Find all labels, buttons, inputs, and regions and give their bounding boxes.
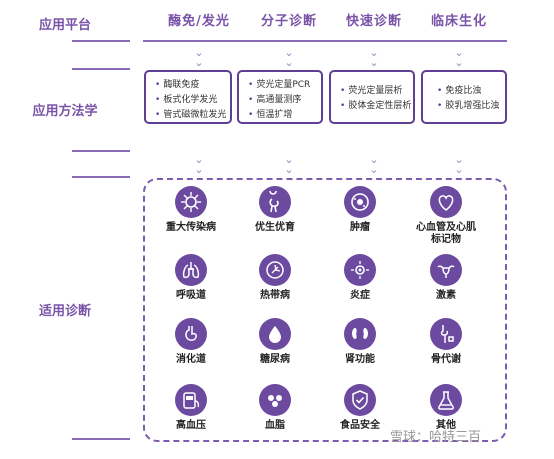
- method-row-label: 应用方法学: [32, 104, 98, 119]
- divider-line: [72, 68, 130, 70]
- watermark: 雪球：哈特三百: [390, 430, 482, 445]
- chevron-down-icon: ⌄⌄: [194, 153, 204, 176]
- diagnosis-label: 食品安全: [340, 420, 380, 431]
- divider-line: [72, 176, 130, 178]
- method-item: 荧光定量PCR: [248, 78, 315, 93]
- divider-line: [72, 438, 130, 440]
- chevron-down-icon: ⌄⌄: [454, 153, 464, 176]
- diagnosis-label: 糖尿病: [260, 354, 290, 365]
- chevron-down-icon: ⌄⌄: [284, 46, 294, 69]
- lungs-icon: [175, 254, 207, 286]
- divider-line: [72, 40, 130, 42]
- chevron-down-icon: ⌄⌄: [369, 153, 379, 176]
- diagnosis-label: 高血压: [176, 420, 206, 431]
- diagnosis-label: 消化道: [176, 354, 206, 365]
- header-underline: [143, 40, 507, 42]
- diagnosis-label: 激素: [436, 290, 456, 301]
- diagnosis-label: 炎症: [350, 290, 370, 301]
- diagnosis-item: 其他: [401, 384, 491, 432]
- bone-joint-icon: [430, 318, 462, 350]
- diagnosis-label: 肾功能: [345, 354, 375, 365]
- tumor-cell-icon: [344, 186, 376, 218]
- diagnosis-label: 其他: [436, 420, 456, 431]
- diagnosis-label: 肿瘤: [350, 222, 370, 233]
- diagnosis-item: 肿瘤: [315, 186, 405, 234]
- diagnosis-row-label: 适用诊断: [38, 304, 91, 319]
- diagnosis-item: 热带病: [230, 254, 320, 302]
- column-header: 临床生化: [430, 14, 487, 29]
- mosquito-icon: [259, 254, 291, 286]
- divider-line: [72, 150, 130, 152]
- method-item: 酶联免疫: [155, 78, 224, 93]
- column-header: 酶免/发光: [168, 14, 230, 29]
- chevron-down-icon: ⌄⌄: [284, 153, 294, 176]
- diagnosis-item: 高血压: [146, 384, 236, 432]
- chevron-down-icon: ⌄⌄: [369, 46, 379, 69]
- method-box: 荧光定量层析 胶体金定性层析: [329, 70, 415, 124]
- inflammation-icon: [344, 254, 376, 286]
- column-header: 分子诊断: [260, 14, 317, 29]
- blood-pressure-monitor-icon: [175, 384, 207, 416]
- diagnosis-item: 消化道: [146, 318, 236, 366]
- kidneys-icon: [344, 318, 376, 350]
- diagnosis-item: 激素: [401, 254, 491, 302]
- chevron-down-icon: ⌄⌄: [454, 46, 464, 69]
- method-item: 管式磁微粒发光: [155, 108, 226, 123]
- diagnosis-item: 血脂: [230, 384, 320, 432]
- method-item: 恒温扩增: [248, 108, 315, 123]
- method-item: 板式化学发光: [155, 93, 224, 108]
- diagnosis-item: 骨代谢: [401, 318, 491, 366]
- chevron-down-icon: ⌄⌄: [194, 46, 204, 69]
- diagnosis-label: 骨代谢: [431, 354, 461, 365]
- diagnosis-item: 炎症: [315, 254, 405, 302]
- method-item: 免疫比浊: [437, 84, 499, 99]
- method-item: 胶乳增强比浊: [437, 99, 499, 114]
- diagnosis-item: 重大传染病: [146, 186, 236, 234]
- diagnosis-label: 优生优育: [255, 222, 295, 233]
- method-box: 免疫比浊 胶乳增强比浊: [421, 70, 507, 124]
- method-item: 胶体金定性层析: [340, 99, 411, 114]
- method-box: 荧光定量PCR 高通量测序 恒温扩增: [237, 70, 323, 124]
- heart-icon: [430, 186, 462, 218]
- uterus-icon: [430, 254, 462, 286]
- diagnosis-label: 心血管及心肌 标记物: [416, 222, 476, 245]
- method-item: 高通量测序: [248, 93, 315, 108]
- diagnosis-item: 糖尿病: [230, 318, 320, 366]
- lipid-icon: [259, 384, 291, 416]
- pregnancy-icon: [259, 186, 291, 218]
- platform-row-label: 应用平台: [38, 18, 91, 33]
- diagnosis-item: 食品安全: [315, 384, 405, 432]
- diagnosis-label: 热带病: [260, 290, 290, 301]
- blood-drop-icon: [259, 318, 291, 350]
- flask-icon: [430, 384, 462, 416]
- diagnosis-label: 重大传染病: [166, 222, 216, 233]
- diagnosis-label: 呼吸道: [176, 290, 206, 301]
- method-item: 荧光定量层析: [340, 84, 407, 99]
- diagnosis-item: 优生优育: [230, 186, 320, 234]
- method-box: 酶联免疫 板式化学发光 管式磁微粒发光: [144, 70, 232, 124]
- diagnosis-label: 血脂: [265, 420, 285, 431]
- shield-check-icon: [344, 384, 376, 416]
- diagnosis-item: 呼吸道: [146, 254, 236, 302]
- virus-icon: [175, 186, 207, 218]
- diagnosis-item: 心血管及心肌 标记物: [401, 186, 491, 246]
- stomach-icon: [175, 318, 207, 350]
- column-header: 快速诊断: [345, 14, 402, 29]
- diagnosis-item: 肾功能: [315, 318, 405, 366]
- diagnosis-container: [143, 178, 507, 442]
